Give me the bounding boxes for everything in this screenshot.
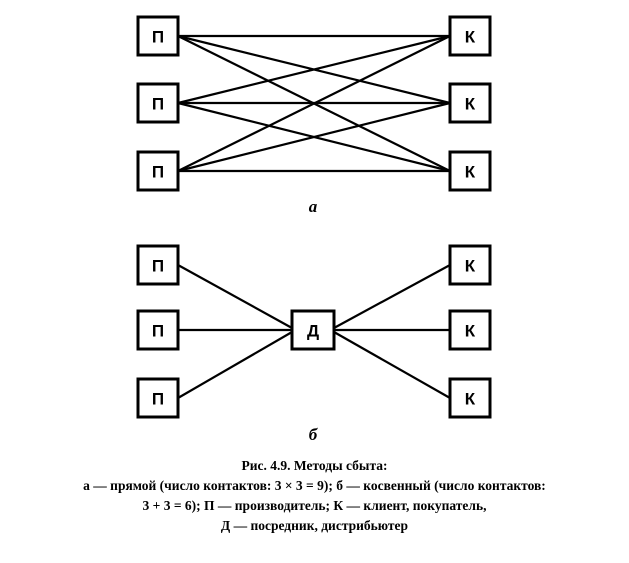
- diagram-a-customer-node: К: [448, 82, 492, 124]
- edge-b-d-k1: [333, 264, 451, 329]
- caption-line: Д — посредник, дистрибьютер: [220, 518, 409, 533]
- diagram-b-distributor-node: Д: [290, 309, 336, 351]
- edge-b-d-k3: [333, 331, 451, 399]
- diagram-b-producer-node: П: [136, 244, 180, 286]
- node-label: П: [152, 390, 164, 409]
- diagram-b-customer-node: К: [448, 244, 492, 286]
- diagram-b-customer-node: К: [448, 309, 492, 351]
- diagram-a-producer-node: П: [136, 82, 180, 124]
- diagram-a-direct: П П П К К К а: [136, 15, 492, 216]
- node-label: К: [465, 95, 476, 114]
- diagram-b-customer-node: К: [448, 377, 492, 419]
- node-label: К: [465, 163, 476, 182]
- diagram-a-producer-node: П: [136, 150, 180, 192]
- diagram-b-label: б: [309, 425, 319, 444]
- edge-b-p3-d: [177, 331, 293, 399]
- diagram-b-edges: [177, 264, 451, 399]
- node-label: П: [152, 322, 164, 341]
- caption-line: 3 + 3 = 6); П — производитель; К — клиен…: [142, 498, 487, 513]
- edge-a-p3-k2: [177, 101, 451, 173]
- edge-a-p3-k1: [177, 35, 451, 172]
- diagram-a-customer-node: К: [448, 15, 492, 57]
- diagram-b-indirect: П П П Д К К К б: [136, 244, 492, 444]
- edge-a-p2-k1: [177, 34, 451, 105]
- node-label: П: [152, 28, 164, 47]
- node-label: П: [152, 257, 164, 276]
- figure-caption: Рис. 4.9. Методы сбыта: а — прямой (числ…: [0, 456, 629, 536]
- node-label: К: [465, 390, 476, 409]
- node-label: К: [465, 28, 476, 47]
- diagram-a-label: а: [309, 197, 318, 216]
- diagram-b-producer-node: П: [136, 309, 180, 351]
- diagram-a-producer-node: П: [136, 15, 180, 57]
- diagram-b-producer-node: П: [136, 377, 180, 419]
- caption-title: Рис. 4.9. Методы сбыта:: [241, 458, 388, 473]
- node-label: П: [152, 95, 164, 114]
- caption-line: а — прямой (число контактов: 3 × 3 = 9);…: [83, 478, 546, 493]
- diagram-a-edges: [177, 34, 451, 173]
- node-label: П: [152, 163, 164, 182]
- node-label: К: [465, 257, 476, 276]
- node-label: Д: [307, 322, 319, 341]
- edge-b-p1-d: [177, 264, 293, 329]
- node-label: К: [465, 322, 476, 341]
- diagram-a-customer-node: К: [448, 150, 492, 192]
